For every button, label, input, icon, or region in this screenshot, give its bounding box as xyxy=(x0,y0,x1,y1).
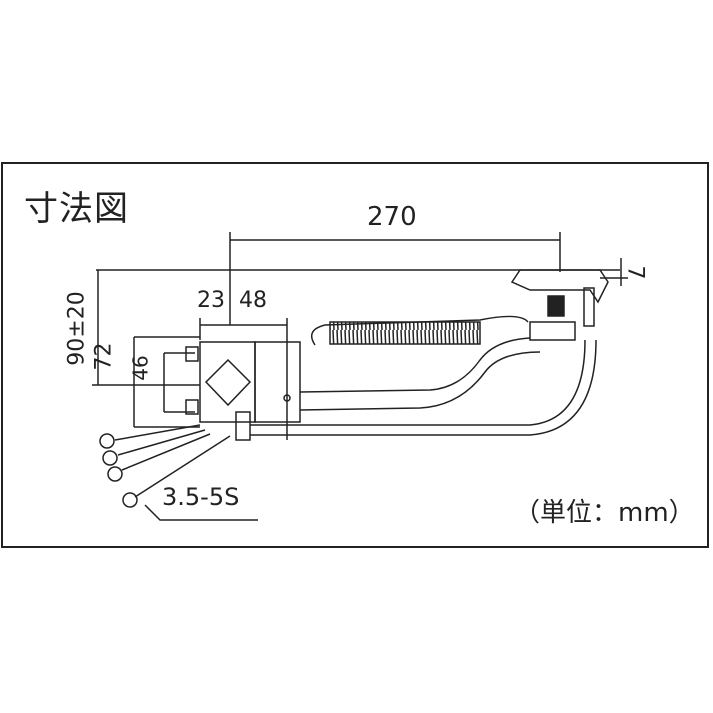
arm-lower xyxy=(299,351,541,411)
lead-wires xyxy=(99,424,231,508)
mounting-bracket xyxy=(199,341,256,423)
unit-label: （単位：mm） xyxy=(514,498,695,528)
dim-90-label: 90±20 xyxy=(64,291,90,366)
clamp xyxy=(235,411,251,441)
cable-inner xyxy=(250,339,597,436)
arm-upper xyxy=(299,337,531,393)
drawing-frame xyxy=(1,162,709,548)
bracket-diamond xyxy=(204,358,252,407)
dim-7-label: 7 xyxy=(622,265,648,280)
shoe-mount xyxy=(547,295,565,317)
tension-spring xyxy=(329,321,481,345)
dim-23-label: 23 xyxy=(197,288,225,313)
terminal-leader xyxy=(144,504,258,521)
dim-48-label: 48 xyxy=(239,288,267,313)
dim-72-label: 72 xyxy=(91,342,117,371)
cable-outer xyxy=(250,339,586,426)
bolt-head xyxy=(185,346,199,362)
terminal-label: 3.5-5S xyxy=(162,483,240,511)
drawing-title: 寸法図 xyxy=(24,189,129,229)
bolt-head xyxy=(185,399,199,415)
dim-270-label: 270 xyxy=(367,202,417,232)
terminal-bolt xyxy=(583,287,595,327)
pivot-block xyxy=(254,341,301,423)
pivot-pin xyxy=(283,394,291,402)
dim-46-label: 46 xyxy=(128,355,153,381)
holder-block xyxy=(529,321,576,341)
